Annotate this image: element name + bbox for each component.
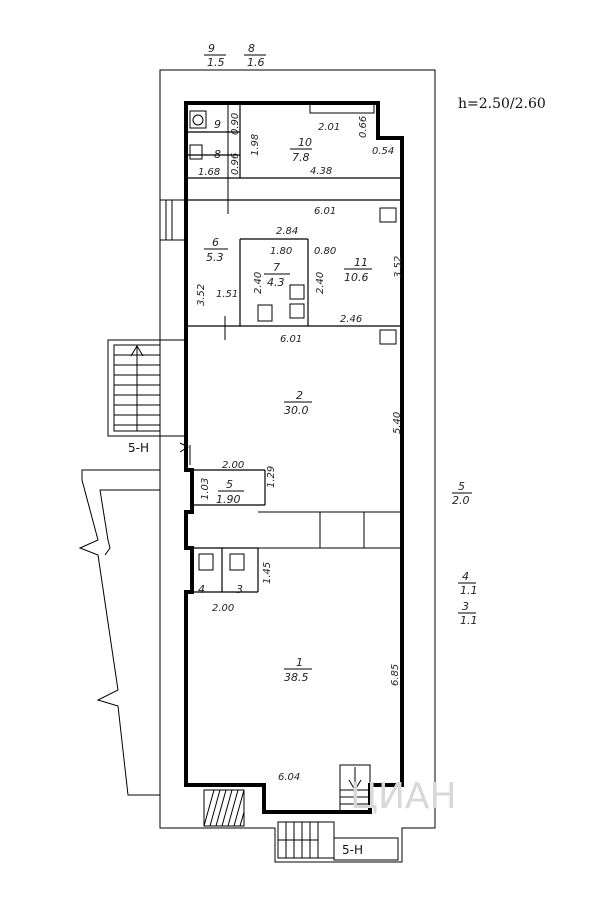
- room-4-id: 4: [198, 583, 205, 596]
- room-8-id: 8: [214, 148, 221, 161]
- outside-label-4-id: 4: [462, 570, 469, 583]
- dim-1-29: 1.29: [266, 466, 277, 488]
- dim-2-01: 2.01: [318, 122, 340, 133]
- section-mark-left: 5-H: [128, 441, 149, 455]
- room-10-area: 7.8: [292, 151, 310, 164]
- dim-6-01-mid: 6.01: [280, 334, 302, 345]
- room-3-id: 3: [236, 583, 243, 596]
- dim-2-84: 2.84: [276, 226, 298, 237]
- room-1-id: 1: [296, 656, 303, 669]
- watermark: ЦИАН: [350, 776, 457, 817]
- dim-0-80: 0.80: [314, 246, 336, 257]
- dim-2-46: 2.46: [340, 314, 362, 325]
- dim-4-38: 4.38: [310, 166, 332, 177]
- room-7-area: 4.3: [267, 276, 285, 289]
- room-11-area: 10.6: [344, 271, 369, 284]
- outside-label-9-area: 1.5: [207, 56, 225, 69]
- dim-2-40-b: 2.40: [315, 272, 326, 294]
- hatched-block: [203, 789, 245, 827]
- dim-1-45: 1.45: [262, 562, 273, 584]
- room-9-id: 9: [214, 118, 221, 131]
- room-5-area: 1.90: [216, 493, 241, 506]
- section-mark-bottom: 5-H: [342, 843, 363, 857]
- outside-label-8-id: 8: [248, 42, 255, 55]
- outside-label-8-area: 1.6: [247, 56, 265, 69]
- dim-3-52-left: 3.52: [196, 284, 207, 306]
- exterior-wall: [184, 101, 404, 814]
- dim-2-40-a: 2.40: [253, 272, 264, 294]
- ceiling-height-note: h=2.50/2.60: [458, 96, 546, 112]
- outside-label-9-id: 9: [208, 42, 215, 55]
- dim-1-80: 1.80: [270, 246, 292, 257]
- dim-0-96: 0.96: [230, 153, 241, 175]
- dim-1-68: 1.68: [198, 167, 220, 178]
- room-6-id: 6: [212, 236, 219, 249]
- dim-1-03: 1.03: [200, 478, 211, 500]
- dim-2-00-top: 2.00: [222, 460, 244, 471]
- room-11-id: 11: [354, 256, 368, 269]
- fixtures: [189, 102, 397, 571]
- outside-label-3-area: 1.1: [460, 614, 478, 627]
- dim-0-54: 0.54: [372, 146, 394, 157]
- dim-3-52-right: 3.52: [393, 256, 404, 278]
- room-10-id: 10: [298, 136, 312, 149]
- room-1-area: 38.5: [284, 671, 309, 684]
- dim-2-00-bottom: 2.00: [212, 603, 234, 614]
- adjacent-building-inner: [99, 489, 160, 556]
- bottom-staircase: [339, 764, 371, 813]
- room-6-area: 5.3: [206, 251, 224, 264]
- plot-boundary: [159, 69, 436, 863]
- room-5-id: 5: [226, 478, 233, 491]
- dim-6-85: 6.85: [390, 664, 401, 686]
- adjacent-building: [78, 469, 160, 796]
- left-staircase: [107, 339, 187, 437]
- dim-0-90: 0.90: [230, 113, 241, 135]
- outside-label-3-id: 3: [462, 600, 469, 613]
- dim-6-01-top: 6.01: [314, 206, 336, 217]
- room-7-id: 7: [273, 261, 280, 274]
- partitions: [186, 103, 402, 593]
- dim-5-40: 5.40: [392, 412, 403, 434]
- room-2-id: 2: [296, 389, 303, 402]
- entrance-staircase: [277, 821, 399, 861]
- wall-niche: [159, 199, 187, 241]
- dim-0-66: 0.66: [358, 116, 369, 138]
- dim-6-04: 6.04: [278, 772, 300, 783]
- dim-1-51: 1.51: [216, 289, 238, 300]
- outside-label-4-area: 1.1: [460, 584, 478, 597]
- outside-label-5-id: 5: [458, 480, 465, 493]
- room-2-area: 30.0: [284, 404, 309, 417]
- dim-1-98: 1.98: [250, 134, 261, 156]
- outside-label-5-area: 2.0: [452, 494, 470, 507]
